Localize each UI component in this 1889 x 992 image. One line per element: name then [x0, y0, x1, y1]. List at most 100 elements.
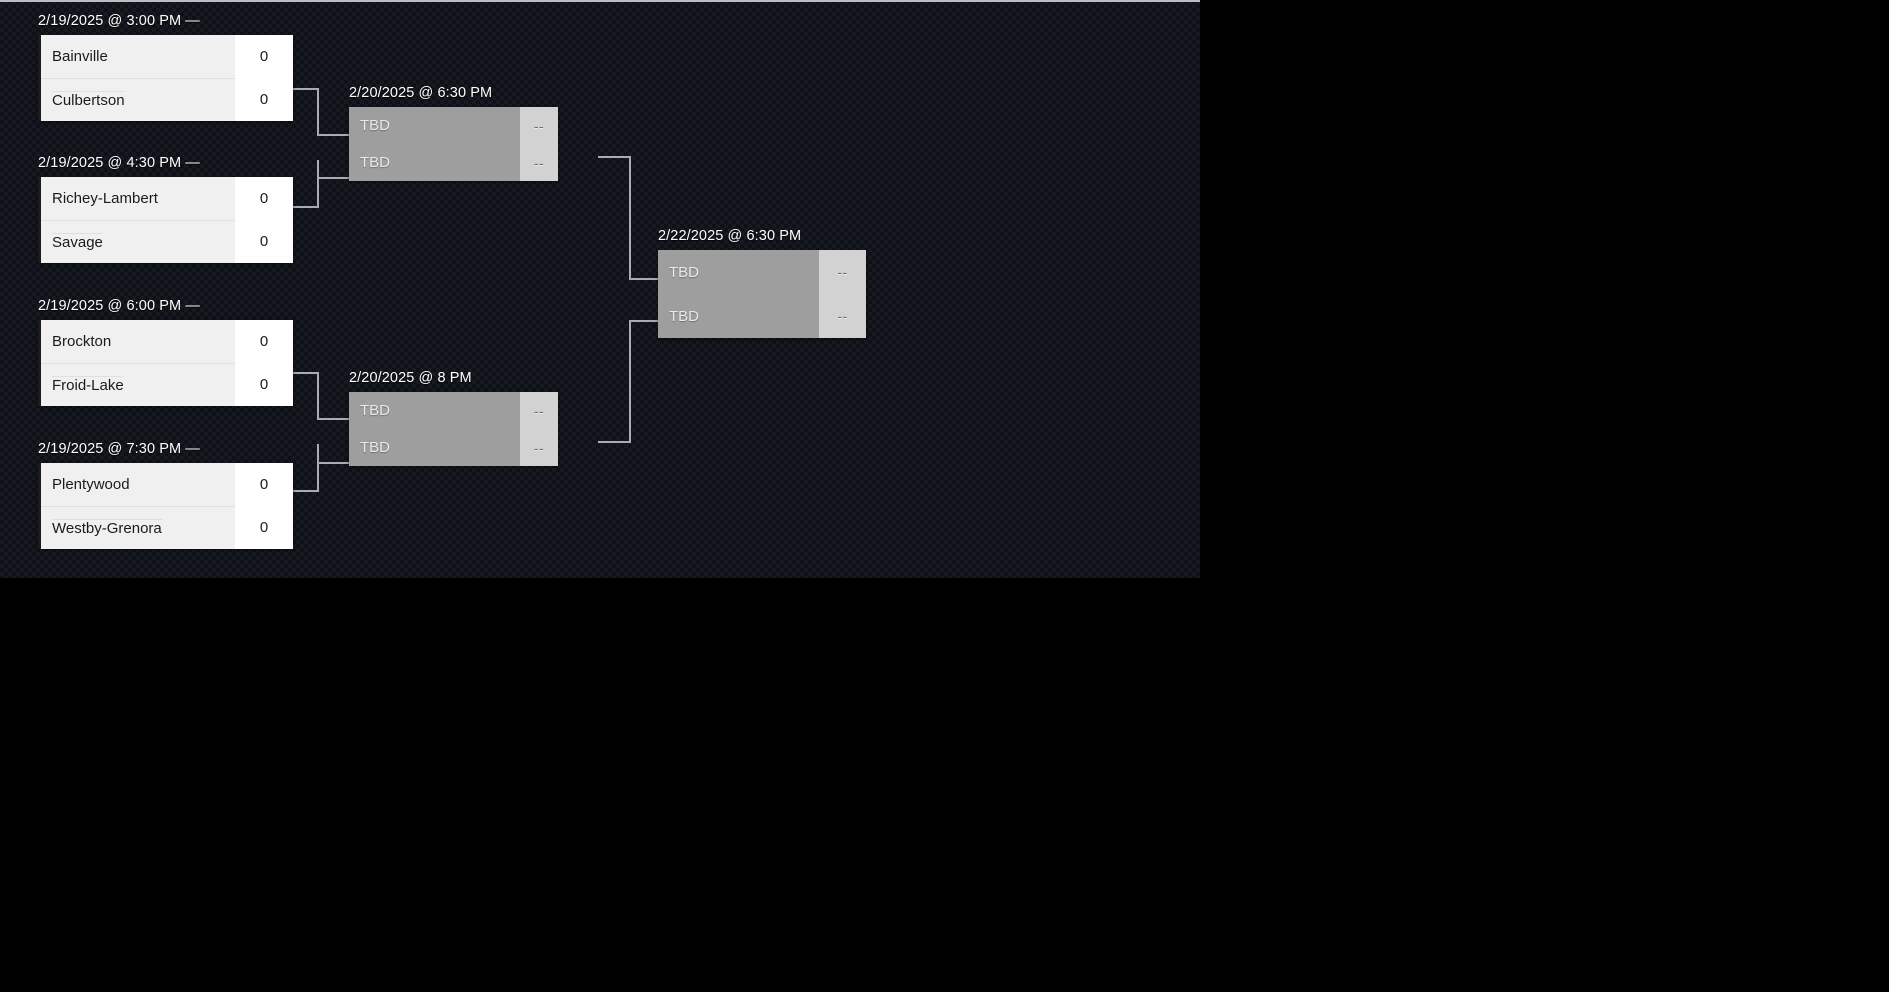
connector-qf1-horizontal	[289, 88, 319, 90]
team-row[interactable]: TBD	[349, 144, 520, 181]
scores-column: -- --	[819, 250, 866, 338]
score-row: --	[819, 250, 866, 294]
team-row[interactable]: Froid-Lake	[41, 363, 235, 406]
team-score: 0	[259, 233, 269, 250]
score-row: --	[520, 392, 558, 429]
team-row[interactable]: TBD	[658, 250, 819, 294]
connector-qf4-vertical	[317, 444, 319, 492]
score-row: 0	[235, 463, 293, 506]
team-row[interactable]: Savage	[41, 220, 235, 263]
match-box-sf1[interactable]: TBD TBD -- --	[349, 107, 558, 181]
connector-sf2-input	[317, 418, 349, 420]
score-row: 0	[235, 220, 293, 263]
team-name: Culbertson	[52, 91, 125, 109]
teams-column: TBD TBD	[349, 107, 520, 181]
team-name: TBD	[360, 439, 390, 456]
team-score: 0	[259, 476, 269, 493]
team-row[interactable]: TBD	[658, 294, 819, 338]
match-card-qf2[interactable]: 2/19/2025 @ 4:30 PM — Richey-Lambert Sav…	[38, 155, 293, 263]
score-row: 0	[235, 35, 293, 78]
connector-sf2-input-lower	[317, 462, 349, 464]
connector-qf4-horizontal	[289, 490, 319, 492]
team-name: Brockton	[52, 333, 112, 350]
match-card-championship[interactable]: 2/22/2025 @ 6:30 PM TBD TBD -- --	[658, 228, 866, 338]
team-name: Froid-Lake	[52, 376, 124, 394]
match-time-sf2: 2/20/2025 @ 8 PM	[349, 370, 472, 386]
team-score: 0	[259, 519, 269, 536]
team-row[interactable]: Richey-Lambert	[41, 177, 235, 220]
team-name: TBD	[360, 402, 390, 419]
team-row[interactable]: TBD	[349, 107, 520, 144]
team-row[interactable]: Culbertson	[41, 78, 235, 121]
team-row[interactable]: Plentywood	[41, 463, 235, 506]
team-row[interactable]: TBD	[349, 392, 520, 429]
match-time-qf3: 2/19/2025 @ 6:00 PM —	[38, 298, 200, 314]
match-time-sf1: 2/20/2025 @ 6:30 PM	[349, 85, 493, 101]
teams-column: Brockton Froid-Lake	[41, 320, 235, 406]
match-card-sf1[interactable]: 2/20/2025 @ 6:30 PM TBD TBD -- --	[349, 85, 558, 181]
team-score: --	[837, 264, 848, 280]
match-box-qf1[interactable]: Bainville Culbertson 0 0	[38, 35, 293, 121]
match-time-qf2: 2/19/2025 @ 4:30 PM —	[38, 155, 200, 171]
connector-sf2-output	[598, 441, 631, 443]
scores-column: 0 0	[235, 35, 293, 121]
match-box-championship[interactable]: TBD TBD -- --	[658, 250, 866, 338]
team-row[interactable]: Bainville	[41, 35, 235, 78]
score-row: --	[520, 429, 558, 466]
scores-column: -- --	[520, 107, 558, 181]
team-score: --	[837, 308, 848, 324]
tournament-bracket: 2/19/2025 @ 3:00 PM — Bainville Culberts…	[0, 0, 1200, 578]
team-name: Savage	[52, 233, 103, 251]
connector-qf3-vertical	[317, 372, 319, 420]
team-name: Bainville	[52, 48, 108, 65]
connector-qf2-vertical	[317, 160, 319, 208]
team-name: TBD	[360, 154, 390, 171]
teams-column: TBD TBD	[349, 392, 520, 466]
team-score: --	[533, 439, 545, 456]
team-score: 0	[259, 48, 269, 65]
teams-column: Plentywood Westby-Grenora	[41, 463, 235, 549]
connector-sf1-output	[598, 156, 631, 158]
team-name: Richey-Lambert	[52, 190, 158, 207]
match-box-qf3[interactable]: Brockton Froid-Lake 0 0	[38, 320, 293, 406]
team-name: TBD	[669, 307, 699, 325]
match-card-qf3[interactable]: 2/19/2025 @ 6:00 PM — Brockton Froid-Lak…	[38, 298, 293, 406]
scores-column: -- --	[520, 392, 558, 466]
match-box-sf2[interactable]: TBD TBD -- --	[349, 392, 558, 466]
team-name: TBD	[669, 263, 699, 281]
team-name: Plentywood	[52, 476, 130, 493]
team-score: --	[533, 402, 545, 419]
scores-column: 0 0	[235, 463, 293, 549]
scores-column: 0 0	[235, 320, 293, 406]
connector-sf2-output-vertical	[629, 320, 631, 443]
connector-final-input-lower	[629, 320, 658, 322]
match-card-qf4[interactable]: 2/19/2025 @ 7:30 PM — Plentywood Westby-…	[38, 441, 293, 549]
team-score: --	[533, 154, 545, 171]
connector-final-input-upper	[629, 278, 658, 280]
connector-qf2-horizontal	[289, 206, 319, 208]
score-row: 0	[235, 506, 293, 549]
score-row: 0	[235, 363, 293, 406]
match-card-sf2[interactable]: 2/20/2025 @ 8 PM TBD TBD -- --	[349, 370, 558, 466]
match-box-qf2[interactable]: Richey-Lambert Savage 0 0	[38, 177, 293, 263]
score-row: --	[520, 144, 558, 181]
score-row: 0	[235, 177, 293, 220]
team-score: 0	[259, 376, 269, 393]
team-row[interactable]: Brockton	[41, 320, 235, 363]
team-row[interactable]: Westby-Grenora	[41, 506, 235, 549]
team-score: 0	[259, 91, 269, 108]
score-row: --	[520, 107, 558, 144]
match-card-qf1[interactable]: 2/19/2025 @ 3:00 PM — Bainville Culberts…	[38, 13, 293, 121]
match-time-qf1: 2/19/2025 @ 3:00 PM —	[38, 13, 200, 29]
score-row: 0	[235, 78, 293, 121]
connector-qf1-vertical	[317, 88, 319, 136]
match-box-qf4[interactable]: Plentywood Westby-Grenora 0 0	[38, 463, 293, 549]
connector-sf1-input-lower	[317, 177, 349, 179]
team-name: TBD	[360, 117, 390, 134]
score-row: --	[819, 294, 866, 338]
connector-sf1-input	[317, 134, 349, 136]
match-time-qf4: 2/19/2025 @ 7:30 PM —	[38, 441, 200, 457]
team-row[interactable]: TBD	[349, 429, 520, 466]
team-score: --	[533, 117, 545, 134]
team-score: 0	[259, 190, 269, 207]
